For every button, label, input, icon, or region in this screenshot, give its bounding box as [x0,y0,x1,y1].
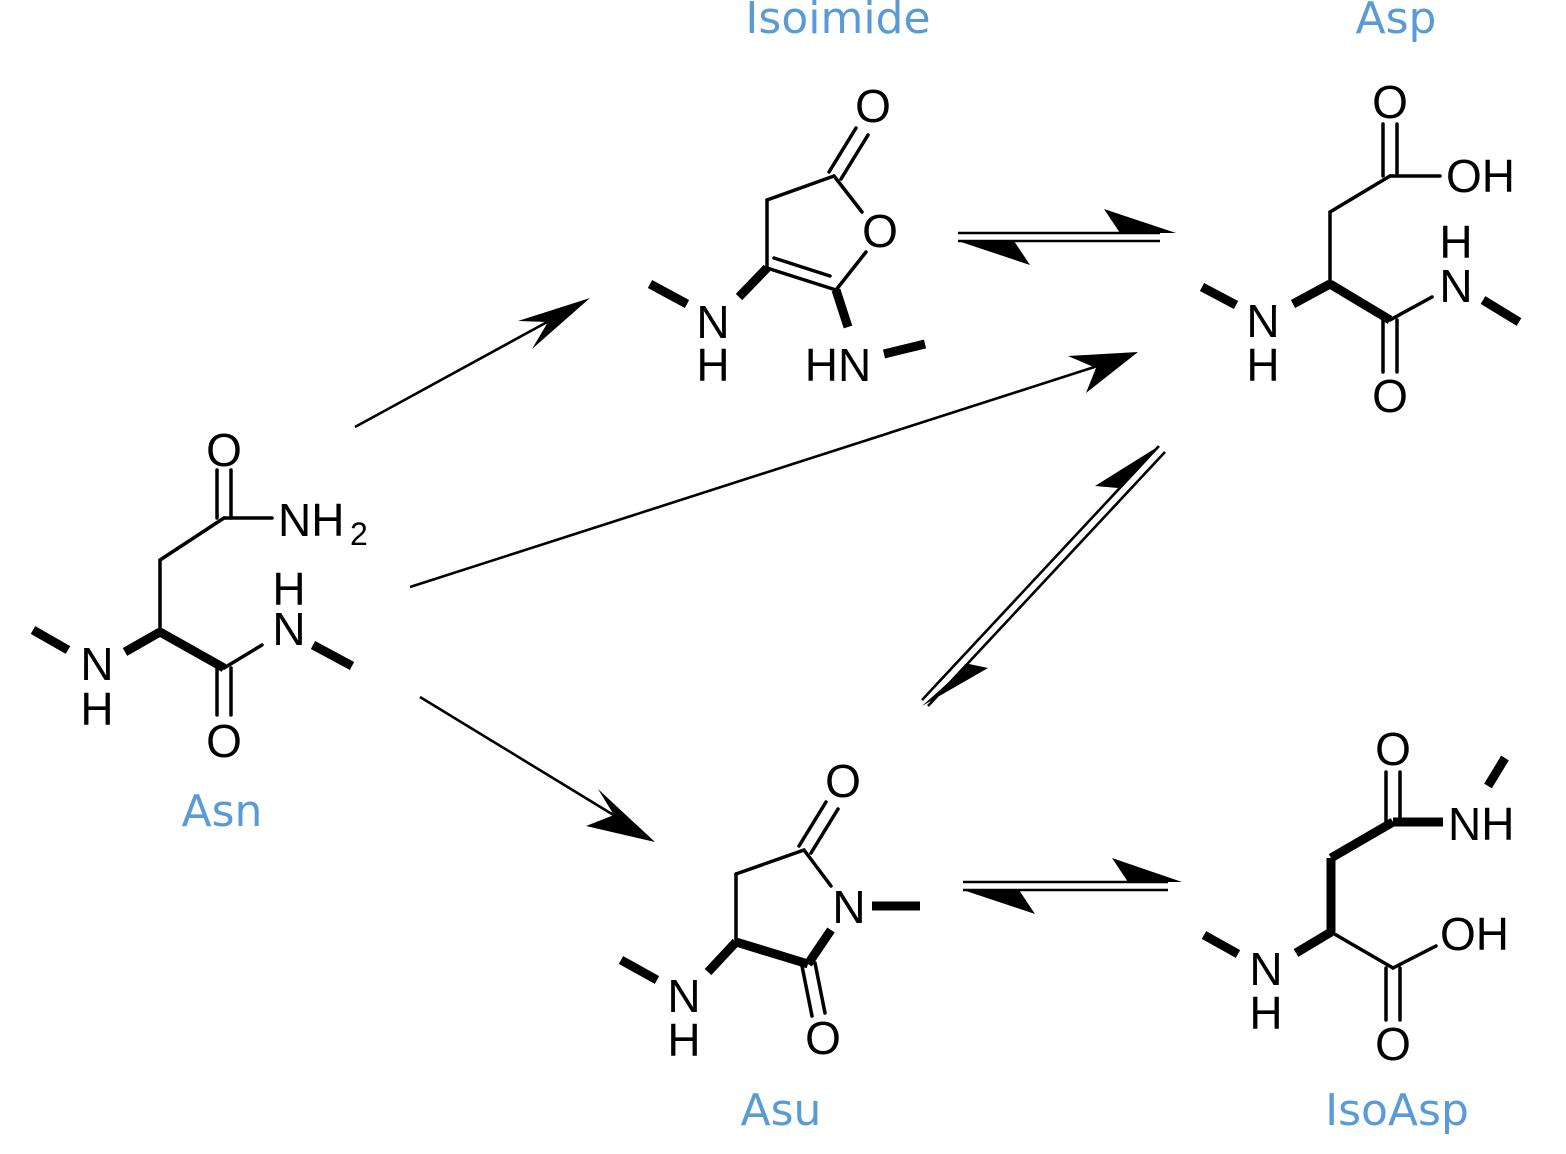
isoimide-label: Isoimide [745,0,930,44]
isoimide-hn: HN [805,339,871,391]
equilibrium-isoimide-asp [958,209,1176,265]
isoasp-molecule: O NH OH N H O IsoAsp [1201,723,1514,1136]
asp-label: Asp [1356,0,1437,44]
asp-backbone-n-left: N [1246,295,1279,347]
equilibrium-asu-isoasp [963,858,1182,914]
arrow-asn-to-asu [419,695,655,842]
asp-carbonyl-oxygen: O [1372,76,1408,128]
asn-amide-subscript: 2 [350,516,368,552]
asu-label: Asu [741,1085,822,1136]
isoasp-label: IsoAsp [1325,1085,1469,1136]
isoasp-hydroxyl: OH [1440,908,1509,960]
asn-label: Asn [182,786,263,837]
asn-backbone-oxygen: O [206,715,242,767]
arrow-asn-to-asp [409,352,1138,589]
asp-molecule: O OH H N N H O Asp [1199,0,1522,422]
asu-carbonyl-oxygen-top: O [825,755,861,807]
asp-backbone-h-left: H [1246,339,1279,391]
asn-amide-nh: NH [278,494,344,546]
asn-molecule: O NH 2 H N N H O Asn [30,424,368,837]
asn-backbone-h-left: H [80,683,113,735]
asp-backbone-oxygen: O [1372,370,1408,422]
isoasp-h-left: H [1249,987,1282,1039]
asu-h-left: H [667,1014,700,1066]
isoasp-amide-nh: NH [1448,798,1514,850]
isoasp-carbonyl-oxygen-top: O [1375,723,1411,775]
isoimide-ring-oxygen: O [862,205,898,257]
asp-backbone-h-right: H [1439,216,1472,268]
asp-backbone-n-right: N [1439,260,1472,312]
isoimide-carbonyl-oxygen: O [855,80,891,132]
asn-backbone-n-left: N [80,638,113,690]
asu-ring-nitrogen: N [832,881,865,933]
asu-carbonyl-oxygen-bottom: O [805,1012,841,1064]
arrow-asn-to-isoimide [354,298,590,429]
isoimide-molecule: O O N H HN Isoimide [647,0,931,391]
asn-backbone-n-right: N [272,603,305,655]
asn-backbone-h-right: H [272,563,305,615]
asn-carbonyl-oxygen: O [206,424,242,476]
isoasp-carbonyl-oxygen-bottom: O [1375,1018,1411,1070]
isoasp-n-left: N [1249,943,1282,995]
equilibrium-asu-asp [921,445,1166,707]
asu-molecule: O N N H O Asu [618,755,920,1136]
isoimide-h-left: H [696,339,729,391]
isoimide-n-left: N [696,296,729,348]
asp-hydroxyl: OH [1446,150,1515,202]
asu-n-left: N [667,970,700,1022]
